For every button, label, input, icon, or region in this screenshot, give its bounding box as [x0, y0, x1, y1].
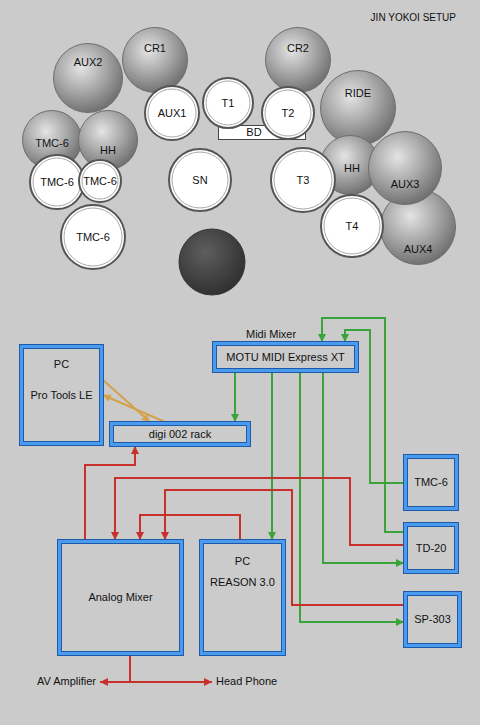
drum-rim: [324, 198, 380, 254]
output-label: Head Phone: [216, 675, 277, 688]
drum-rim: [148, 89, 196, 137]
drum-head: [271, 148, 335, 212]
node-label: TMC-6: [40, 176, 74, 189]
drum: T4: [320, 194, 384, 258]
drum-head: [145, 86, 199, 140]
node-label: Analog Mixer: [88, 591, 152, 604]
node-label: MOTU MIDI Express XT: [226, 351, 345, 364]
drum-head: [169, 149, 231, 211]
node-label: TMC-6: [414, 476, 448, 489]
drum-head: [30, 155, 84, 209]
cymbal-disc: [266, 28, 331, 93]
drum-rim: [64, 208, 122, 266]
drum-head: [321, 195, 383, 257]
drum-rim: [206, 81, 250, 125]
node-label: Pro Tools LE: [30, 389, 92, 402]
cymbal-shape: [265, 27, 331, 93]
cymbal-disc: [123, 28, 188, 93]
drum: T3: [270, 147, 336, 213]
group-heading: Midi Mixer: [246, 328, 296, 341]
node-label: PC: [54, 358, 69, 371]
drum: T1: [202, 77, 254, 129]
drum-head: [61, 205, 125, 269]
node-label: T1: [222, 97, 235, 110]
drum: TMC-6: [60, 204, 126, 270]
node-label: HH: [344, 162, 360, 175]
drum: AUX1: [144, 85, 200, 141]
node-label: HH: [100, 144, 116, 157]
device-box: digi 002 rack: [110, 422, 250, 446]
drum-throne: [179, 229, 245, 295]
node-label: BD: [246, 126, 261, 139]
node-label: TMC-6: [35, 137, 69, 150]
cymbal: AUX2: [53, 43, 123, 113]
drum-head: [79, 160, 121, 202]
signal-connector: [234, 372, 236, 422]
node-label: AUX2: [74, 56, 103, 69]
device-box: SP-303: [404, 592, 461, 647]
device-box: TMC-6: [404, 455, 458, 510]
cymbal-shape: [122, 27, 188, 93]
cymbal-shape: [368, 131, 442, 205]
signal-connector: [140, 515, 240, 540]
node-label: AUX4: [404, 243, 433, 256]
device-box: PC Pro Tools LE: [20, 345, 103, 445]
drum: T2: [261, 86, 315, 140]
signal-connector: [271, 372, 273, 540]
device-box: Midi MixerMOTU MIDI Express XT: [213, 342, 358, 372]
signal-connector: [323, 372, 404, 563]
diagram-title: JIN YOKOI SETUP: [371, 12, 456, 23]
signal-connector: [115, 478, 404, 545]
node-label: TMC-6: [83, 175, 117, 188]
cymbal-shape: [53, 43, 123, 113]
cymbal-disc: [381, 190, 456, 265]
node-label: T3: [297, 174, 310, 187]
cymbal-disc: [369, 132, 442, 205]
node-label: TD-20: [416, 542, 447, 555]
cymbal-shape: [320, 70, 396, 146]
drum-rim: [82, 163, 118, 199]
node-label: RIDE: [345, 87, 371, 100]
node-label: PC: [235, 555, 250, 568]
output-label: AV Amplifier: [37, 675, 96, 688]
drum: TMC-6: [78, 159, 122, 203]
node-label: AUX3: [391, 178, 420, 191]
cymbal: CR2: [265, 27, 331, 93]
cymbal-disc: [54, 44, 123, 113]
node-label: AUX1: [158, 107, 187, 120]
drum-rim: [274, 151, 332, 209]
cymbal-disc: [321, 71, 396, 146]
drum: TMC-6: [29, 154, 85, 210]
signal-connector: [85, 446, 135, 540]
node-label: SN: [192, 174, 207, 187]
cymbal: AUX3: [368, 131, 442, 205]
node-label: T2: [282, 107, 295, 120]
node-label: TMC-6: [76, 231, 110, 244]
device-box: TD-20: [404, 523, 458, 573]
signal-connector: [103, 395, 165, 422]
drum-rim: [265, 90, 311, 136]
node-label: SP-303: [414, 613, 451, 626]
cymbal: CR1: [122, 27, 188, 93]
drum-rim: [172, 152, 228, 208]
audio-output-wire: [130, 681, 212, 683]
device-box: PC REASON 3.0: [200, 540, 285, 655]
node-label: CR2: [287, 42, 309, 55]
signal-connector: [300, 372, 404, 622]
cymbal: RIDE: [320, 70, 396, 146]
drum: SN: [168, 148, 232, 212]
drum-head: [203, 78, 253, 128]
device-box: Analog Mixer: [58, 540, 183, 655]
drum-head: [262, 87, 314, 139]
audio-output-wire: [100, 656, 130, 682]
node-label: T4: [346, 220, 359, 233]
node-label: REASON 3.0: [210, 576, 275, 589]
node-label: CR1: [144, 42, 166, 55]
drum-rim: [33, 158, 81, 206]
signal-connector: [103, 380, 150, 422]
node-label: digi 002 rack: [149, 428, 211, 441]
